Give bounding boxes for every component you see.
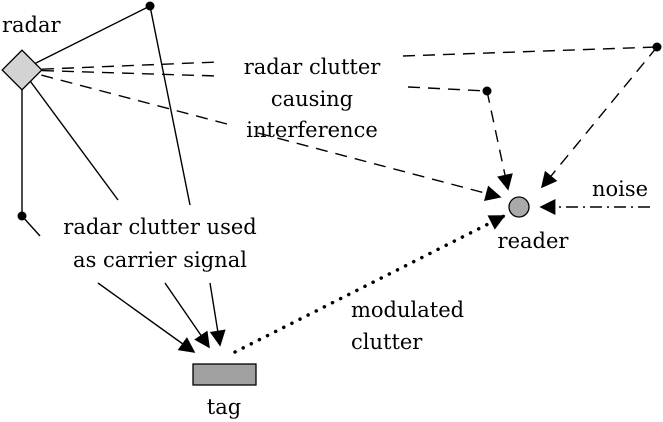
- tag-label: tag: [206, 395, 242, 419]
- noise-label: noise: [592, 177, 649, 201]
- radar-dashed-line-1: [21, 61, 219, 71]
- top-scatterer-to-carrier-line: [149, 5, 191, 206]
- radar-label: radar: [2, 13, 61, 37]
- radar-diagonal-to-carrier-line: [21, 69, 119, 201]
- right-scatterer-dashed-arrow: [540, 46, 658, 189]
- carrier-arrow-1: [97, 282, 196, 353]
- radar-diamond: [1, 49, 43, 91]
- carrier-arrow-2: [164, 282, 210, 349]
- modulated-clutter-line-2: clutter: [351, 330, 423, 354]
- mid-scatterer-dashed-arrow: [486, 90, 513, 191]
- clutter-carrier-line-2: as carrier signal: [73, 248, 247, 272]
- clutter-interference-line-3: interference: [246, 118, 378, 142]
- reader-circle: [508, 196, 530, 218]
- right-scatterer-dot: [652, 42, 662, 52]
- left-scatterer-dot: [17, 211, 27, 221]
- clutter-interference-line-1: radar clutter: [243, 55, 381, 79]
- radar-dashed-to-reader-arrow-2: [257, 132, 502, 202]
- radar-to-top-scatterer-line: [21, 5, 151, 71]
- radar-dashed-line-2: [21, 69, 219, 77]
- radar-dashed-to-reader-arrow: [21, 69, 228, 125]
- clutter-carrier-line-1: radar clutter used: [63, 215, 257, 239]
- mid-scatterer-dot: [482, 86, 492, 96]
- carrier-arrow-3: [209, 282, 226, 347]
- top-scatterer-dot: [145, 1, 155, 11]
- clutter-interference-line-2: causing: [270, 87, 354, 111]
- modulated-clutter-line-1: modulated: [351, 298, 465, 322]
- tag-rectangle: [192, 363, 257, 386]
- mid-scatterer-dashed-line: [407, 86, 488, 92]
- right-scatterer-dashed-line: [402, 46, 658, 57]
- reader-label: reader: [497, 229, 569, 253]
